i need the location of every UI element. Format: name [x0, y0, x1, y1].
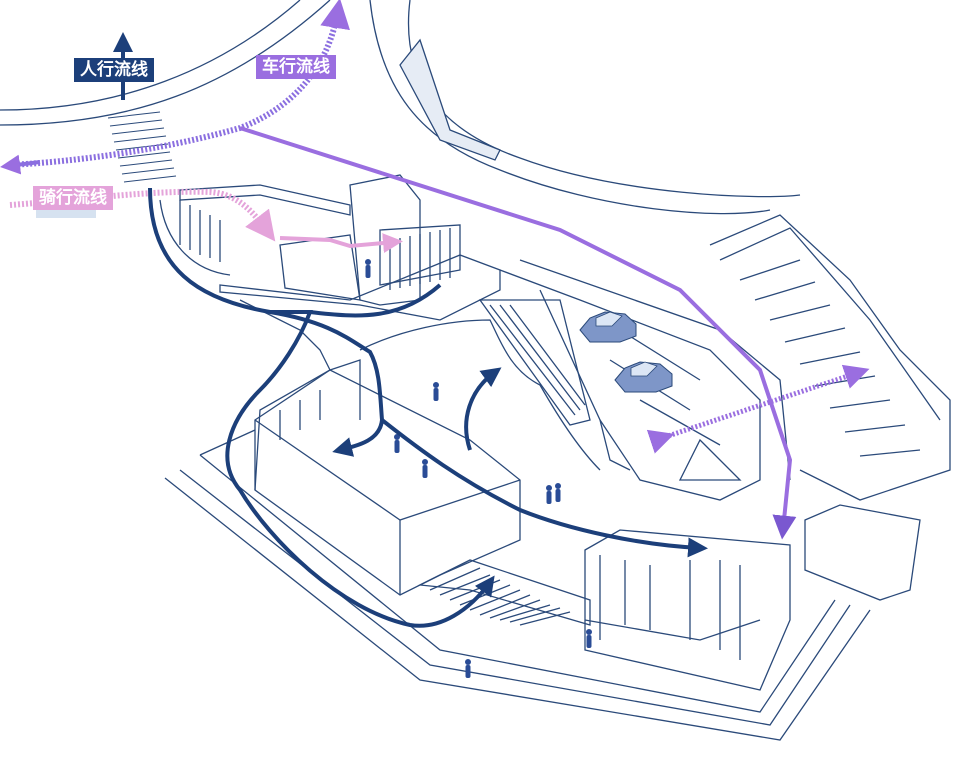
pedestrian-flow — [113, 32, 708, 628]
parked-car-2 — [614, 361, 673, 393]
legend-cycling-label: 骑行流线 — [33, 186, 113, 210]
bike-lane-marker — [36, 208, 96, 218]
people-figures — [365, 259, 592, 678]
cycling-flow — [9, 188, 276, 242]
legend-vehicle-label: 车行流线 — [256, 55, 336, 79]
vehicle-flow — [9, 0, 870, 540]
vehicle-flow-left-arrow — [0, 154, 41, 175]
legend-pedestrian-label: 人行流线 — [74, 58, 154, 82]
cycling-flow-inner — [279, 233, 403, 254]
site-linework — [0, 0, 951, 741]
parked-car-1 — [579, 311, 637, 343]
